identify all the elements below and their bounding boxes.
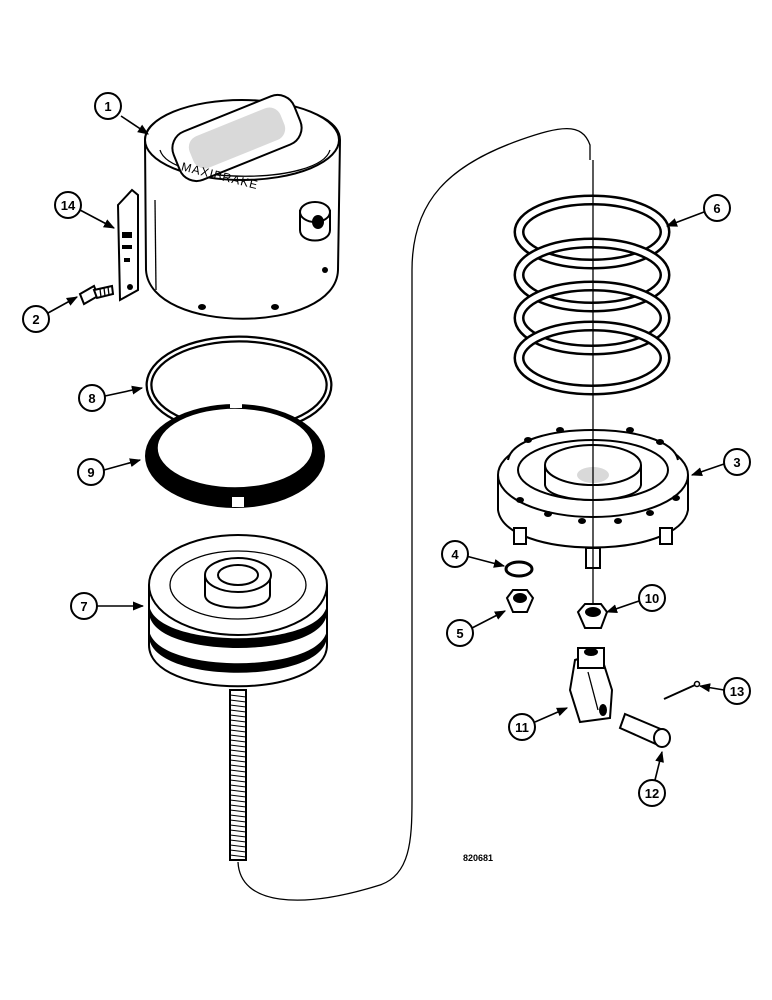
- callout-14: 14: [54, 191, 115, 229]
- base-bolt-hole: [524, 437, 532, 443]
- rod-thread-line: [229, 809, 247, 813]
- rod-thread-line: [229, 824, 247, 828]
- rod-thread-line: [229, 729, 247, 733]
- base-bolt-hole: [614, 518, 622, 524]
- svg-text:14: 14: [61, 198, 76, 213]
- assembly-path-line: [237, 127, 591, 901]
- callout-9: 9: [77, 458, 142, 486]
- svg-text:5: 5: [456, 626, 463, 641]
- callout-6: 6: [665, 194, 731, 227]
- svg-text:10: 10: [645, 591, 659, 606]
- callout-2: 2: [22, 296, 78, 333]
- cotter-pin-part: [663, 680, 701, 700]
- svg-text:6: 6: [713, 201, 720, 216]
- spring-coil-highlight: [516, 283, 668, 353]
- rod-thread-line: [229, 819, 247, 823]
- rod-thread-line: [229, 719, 247, 723]
- rod-thread-line: [229, 844, 247, 848]
- rod-threads: [229, 694, 247, 858]
- callout-8: 8: [78, 384, 144, 412]
- rod-thread-line: [229, 704, 247, 708]
- figure-code: 820681: [463, 853, 493, 863]
- svg-text:9: 9: [87, 465, 94, 480]
- rod-thread-line: [229, 709, 247, 713]
- callout-1: 1: [94, 92, 149, 135]
- callout-5: 5: [446, 610, 506, 647]
- base-bolt-hole: [578, 518, 586, 524]
- rod-thread-line: [229, 834, 247, 838]
- rod-thread-line: [229, 694, 247, 698]
- svg-text:3: 3: [733, 455, 740, 470]
- rod-thread-line: [229, 734, 247, 738]
- spring-coil-highlight: [516, 240, 668, 310]
- rod-thread-line: [229, 854, 247, 858]
- rod-thread-line: [229, 804, 247, 808]
- clevis-pin-part: [618, 712, 671, 748]
- callout-13: 13: [698, 677, 751, 705]
- svg-text:12: 12: [645, 786, 659, 801]
- rod-thread-line: [229, 789, 247, 793]
- svg-text:7: 7: [80, 599, 87, 614]
- svg-text:13: 13: [730, 684, 744, 699]
- rod-thread-line: [229, 774, 247, 778]
- rod-thread-line: [229, 739, 247, 743]
- spring-coil-highlight: [516, 197, 668, 267]
- rod-thread-line: [229, 794, 247, 798]
- rod-thread-line: [229, 714, 247, 718]
- svg-text:11: 11: [515, 720, 529, 735]
- rod-thread-line: [229, 839, 247, 843]
- nut-part-10: [576, 603, 609, 629]
- nut-part: [505, 589, 535, 613]
- callout-7: 7: [70, 592, 145, 620]
- base-bolt-hole: [516, 497, 524, 503]
- base-bolt-hole: [672, 495, 680, 501]
- callout-11: 11: [508, 707, 569, 741]
- svg-text:2: 2: [32, 312, 39, 327]
- screw-part: [78, 284, 115, 306]
- piston-part: [148, 534, 328, 861]
- rod-thread-line: [229, 764, 247, 768]
- rod-thread-line: [229, 829, 247, 833]
- rod-thread-line: [229, 754, 247, 758]
- bracket-plate-part: [116, 188, 139, 302]
- base-bolt-hole: [626, 427, 634, 433]
- callout-12: 12: [638, 750, 666, 807]
- rod-thread-line: [229, 799, 247, 803]
- callout-4: 4: [441, 540, 506, 568]
- callout-3: 3: [690, 448, 751, 476]
- rod-thread-line: [229, 779, 247, 783]
- rod-thread-line: [229, 849, 247, 853]
- spring-coil-highlight: [516, 323, 668, 393]
- svg-text:4: 4: [451, 547, 459, 562]
- rod-thread-line: [229, 724, 247, 728]
- rod-thread-line: [229, 759, 247, 763]
- rod-thread-line: [229, 814, 247, 818]
- rod-thread-line: [229, 699, 247, 703]
- base-bolt-hole: [656, 439, 664, 445]
- svg-text:1: 1: [104, 99, 111, 114]
- callout-10: 10: [605, 584, 666, 613]
- seal-ring-part: [145, 402, 325, 508]
- housing-part: MAXIBRAKE: [143, 93, 342, 320]
- clevis-part: [568, 647, 614, 724]
- spring-part: [513, 194, 671, 396]
- base-bolt-hole: [556, 427, 564, 433]
- base-bolt-hole: [646, 510, 654, 516]
- rod-thread-line: [229, 769, 247, 773]
- svg-text:8: 8: [88, 391, 95, 406]
- washer-part: [504, 560, 534, 578]
- base-bolt-hole: [544, 511, 552, 517]
- rod-thread-line: [229, 749, 247, 753]
- rod-thread-line: [229, 744, 247, 748]
- rod-thread-line: [229, 784, 247, 788]
